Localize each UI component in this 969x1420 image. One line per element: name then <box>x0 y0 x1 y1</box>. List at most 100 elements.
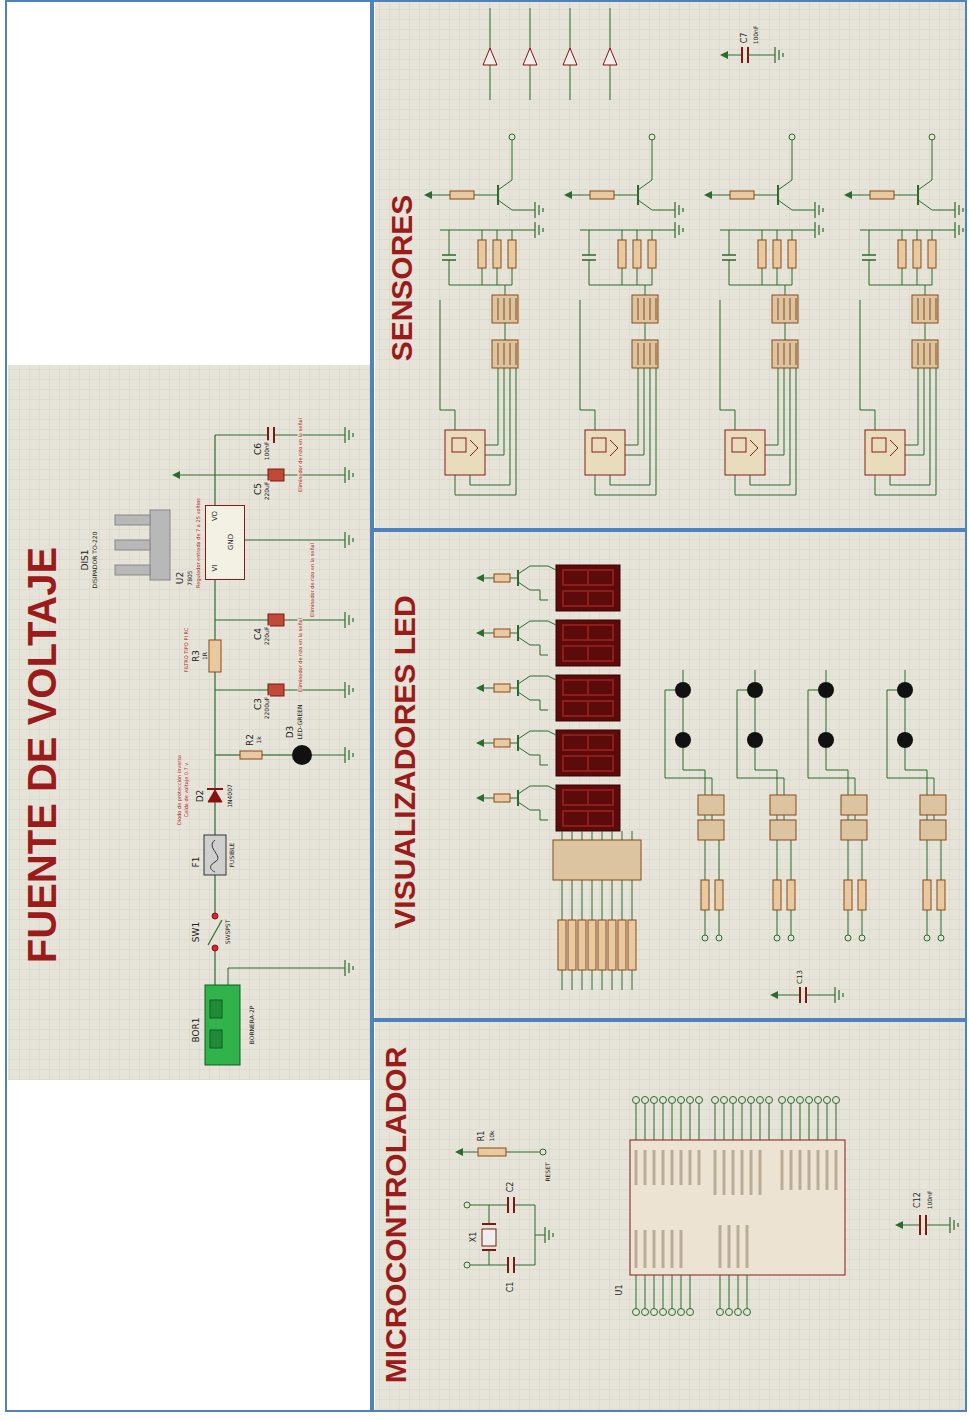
part-label: D2 <box>196 789 205 804</box>
microcontroller-circuit <box>797 1097 804 1141</box>
grid-ground <box>375 2 965 528</box>
capacitor-symbol <box>835 987 843 1003</box>
switch-symbol <box>212 913 218 951</box>
note-text: Caída de voltaje 0.7 v <box>184 762 189 819</box>
microcontroller-circuit <box>651 1097 658 1141</box>
part-label: C7 <box>741 32 749 45</box>
resistor-array <box>608 920 616 970</box>
microcontroller-circuit <box>651 1275 658 1316</box>
wire <box>208 920 222 945</box>
wire <box>245 539 345 540</box>
microcontroller-circuit <box>815 1097 822 1141</box>
bus-wire <box>562 831 563 840</box>
part-label: DISIPADOR TO-220 <box>92 531 98 590</box>
buffer-gate <box>603 48 617 65</box>
display-circuit <box>476 785 620 831</box>
display-circuit <box>476 565 946 1003</box>
diode-symbol <box>208 790 222 802</box>
pin-label-marks <box>723 1150 726 1195</box>
part-label: U2 <box>176 571 185 585</box>
resistor-symbol <box>209 640 221 672</box>
part-label: C1 <box>507 1281 515 1294</box>
microcontroller-circuit <box>833 1097 840 1141</box>
microcontroller-circuit <box>696 1097 703 1141</box>
power-supply-circuit <box>345 612 353 628</box>
terminal-block <box>205 968 240 1065</box>
pin-label-marks <box>737 1225 740 1268</box>
bus-wire <box>602 831 603 840</box>
capacitor-symbol <box>903 1225 920 1226</box>
sensor-circuit <box>564 134 683 495</box>
power-arrow <box>172 471 180 479</box>
bus-wire <box>592 831 593 840</box>
part-label: R1 <box>478 1130 486 1143</box>
capacitor-symbol <box>919 1215 921 1235</box>
heat-sink <box>115 540 150 550</box>
power-supply-circuit <box>345 467 353 483</box>
heat-sink <box>150 510 170 580</box>
fuse-symbol <box>204 835 226 875</box>
part-label: 2200uF <box>264 696 270 721</box>
capacitor-symbol <box>950 1217 958 1233</box>
display-circuit <box>887 670 946 941</box>
grid-ground <box>8 365 370 1080</box>
part-label: 100nF <box>753 25 759 46</box>
bus-wire <box>622 880 623 920</box>
part-label: R3 <box>192 649 201 663</box>
capacitor-symbol <box>508 1197 514 1273</box>
buffer-gate <box>483 48 617 65</box>
bus-wire <box>562 880 563 920</box>
resistor-array <box>588 920 596 970</box>
buffer-gate <box>490 8 610 100</box>
microcontroller-circuit <box>660 1097 667 1141</box>
microcontroller-circuit <box>463 1149 546 1268</box>
microcontroller-chip <box>630 1140 845 1275</box>
wire <box>215 689 268 690</box>
wire <box>284 619 345 620</box>
section-panel: SENSORES <box>372 0 967 530</box>
note-text: Eliminador de rizo en la señal <box>298 417 303 493</box>
heat-sink <box>115 510 170 580</box>
microcontroller-circuit <box>669 1097 676 1141</box>
capacitor-symbol <box>895 1215 958 1235</box>
pin-label-marks <box>714 1150 717 1195</box>
capacitor-symbol <box>268 684 284 696</box>
pin-label-marks <box>728 1225 731 1268</box>
power-supply-circuit <box>345 682 353 698</box>
wire <box>214 948 215 985</box>
bus-wire <box>592 970 593 990</box>
display-circuit <box>476 620 620 666</box>
diode-symbol <box>207 789 223 802</box>
bus-wire <box>612 880 613 920</box>
part-label: F1 <box>192 856 201 869</box>
microcontroller-circuit <box>464 1262 470 1268</box>
terminal-block <box>210 1030 222 1048</box>
capacitor-symbol <box>728 55 742 56</box>
bus-wire <box>582 880 583 920</box>
wire <box>284 689 345 690</box>
pin-label-marks <box>653 1150 656 1185</box>
wire <box>215 754 240 755</box>
bus-wire <box>622 831 623 840</box>
wire <box>214 580 215 640</box>
display-circuit <box>476 675 620 721</box>
pin-label-marks <box>746 1225 749 1268</box>
pin-label-marks <box>719 1225 722 1268</box>
part-label: 100nF <box>927 1190 933 1211</box>
microcontroller-circuit <box>470 1205 508 1206</box>
switch-symbol <box>212 945 218 951</box>
connector-symbol <box>553 840 641 880</box>
grid-ground <box>375 532 965 1018</box>
capacitor-symbol <box>268 427 284 696</box>
sensor-circuit <box>424 134 543 495</box>
display-circuit <box>665 670 724 941</box>
wire <box>262 754 292 755</box>
microcontroller-circuit <box>678 1097 685 1141</box>
pin-label-marks <box>781 1150 784 1190</box>
note-text: FILTRO TIPO PI RC <box>184 627 189 673</box>
resistor-array <box>558 920 636 970</box>
pin-label-marks <box>750 1150 753 1195</box>
power-supply-circuit <box>345 747 353 763</box>
bus-wire <box>572 831 573 840</box>
capacitor-symbol <box>720 51 728 59</box>
